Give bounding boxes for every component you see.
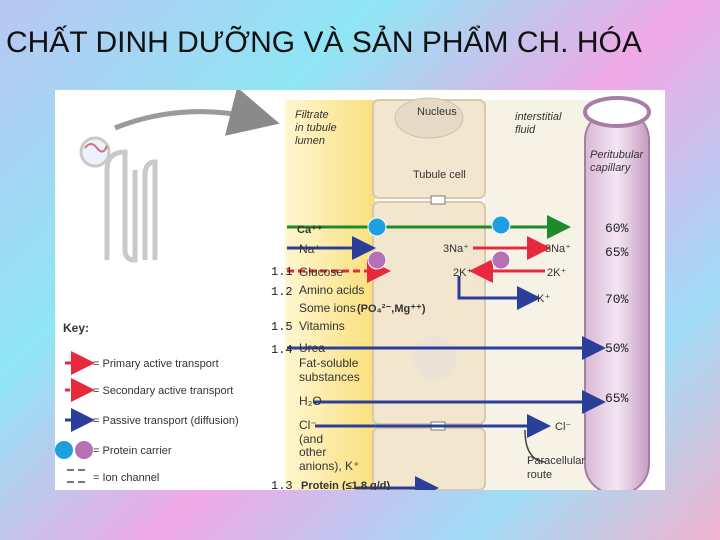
legend-carrier-blue — [55, 441, 73, 459]
nucleus-label: Nucleus — [417, 106, 457, 118]
carrier-purple-pump — [491, 250, 511, 270]
nucleus — [394, 97, 464, 139]
tubule-cells — [372, 99, 486, 490]
diagram-svg: Filtrate in tubule lumen Nucleus interst… — [55, 90, 651, 490]
annotation-1-4: 1.4 — [271, 343, 293, 357]
renal-transport-figure: Filtrate in tubule lumen Nucleus interst… — [55, 90, 665, 490]
other-label: other — [299, 445, 326, 459]
percent-65-water: 65% — [605, 391, 629, 406]
k-out-label: K⁺ — [537, 293, 550, 305]
chloride-label: Cl⁻ — [299, 418, 317, 432]
na3-mid-label: 3Na⁺ — [443, 243, 469, 255]
nephron-sketch — [79, 136, 158, 263]
annotation-1-3: 1.3 — [271, 479, 293, 490]
legend-title: Key: — [63, 321, 89, 335]
legend-secondary-label: = Secondary active transport — [93, 385, 233, 397]
annotation-1-2: 1.2 — [271, 285, 293, 299]
glomerulus-icon — [79, 136, 111, 168]
some-ions-label: Some ions — [299, 301, 356, 315]
filtrate-label-3: lumen — [295, 135, 325, 147]
potassium-leak-arrow — [457, 276, 541, 310]
capillary-label-1: Peritubular — [590, 149, 645, 161]
interstitial-label-2: fluid — [515, 124, 536, 136]
tubule-cell-label: Tubule cell — [413, 169, 466, 181]
anions-label: anions), K⁺ — [299, 459, 359, 473]
annotation-1-5: 1.5 — [271, 320, 293, 334]
ions-note: (PO₄²⁻,Mg⁺⁺) — [357, 303, 426, 315]
legend-channel-label: = Ion channel — [93, 472, 159, 484]
glucose-label: Glucose — [299, 265, 343, 279]
cell-vacuole — [413, 336, 457, 380]
legend: Key: = Primary active transport = Second… — [55, 321, 239, 486]
paracellular-pointer — [524, 429, 546, 463]
sodium-label: Na⁺ — [299, 242, 321, 256]
calcium-label: Ca⁺⁺ — [297, 224, 323, 236]
k2-mid-label: 2K⁺ — [453, 267, 472, 279]
paracellular-label-2: route — [527, 469, 552, 481]
vitamins-label: Vitamins — [299, 319, 345, 333]
carrier-blue-lumen — [367, 217, 387, 237]
and-label: (and — [299, 432, 323, 446]
percent-65-sodium: 65% — [605, 245, 629, 260]
carrier-blue-basolateral — [491, 215, 511, 235]
capillary-label-2: capillary — [590, 162, 632, 174]
na3-right-label: 3Na⁺ — [545, 243, 571, 255]
legend-carrier-label: = Protein carrier — [93, 445, 172, 457]
annotation-1-1: 1.1 — [271, 265, 293, 279]
percent-50: 50% — [605, 341, 629, 356]
chloride-right-label: Cl⁻ — [555, 421, 571, 433]
interstitial-label-1: interstitial — [515, 111, 562, 123]
water-label: H₂O — [299, 394, 322, 408]
tight-junction-upper — [430, 195, 446, 205]
paracellular-label-1: Paracellular — [527, 455, 585, 467]
percent-70: 70% — [605, 292, 629, 307]
protein-label: Protein (≤1.8 g/d) — [301, 480, 390, 490]
k2-right-label: 2K⁺ — [547, 267, 566, 279]
amino-acids-label: Amino acids — [299, 283, 364, 297]
fat-soluble-label: Fat-soluble — [299, 356, 359, 370]
filtrate-label-1: Filtrate — [295, 109, 329, 121]
substances-label: substances — [299, 370, 360, 384]
legend-primary-label: = Primary active transport — [93, 358, 219, 370]
legend-passive-label: = Passive transport (diffusion) — [93, 415, 239, 427]
zoom-arrow — [114, 90, 280, 136]
legend-carrier-purple — [75, 441, 93, 459]
ion-channel-icon — [67, 466, 85, 486]
percent-60: 60% — [605, 221, 629, 236]
urea-label: Urea — [299, 341, 325, 355]
filtrate-label-2: in tubule — [295, 122, 337, 134]
carrier-purple-lumen — [367, 250, 387, 270]
slide-title: CHẤT DINH DƯỠNG VÀ SẢN PHẨM CH. HÓA — [6, 26, 642, 59]
capillary-opening — [583, 96, 651, 128]
